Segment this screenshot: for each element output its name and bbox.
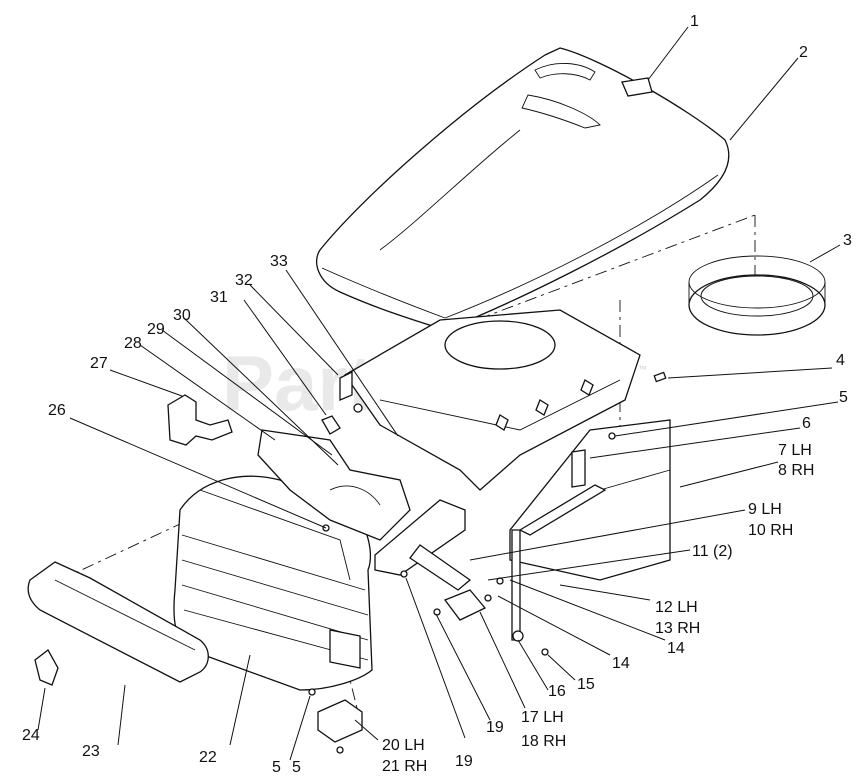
hood-pan[interactable] <box>344 309 641 491</box>
callout-2: 2 <box>799 44 808 61</box>
callout-23: 23 <box>82 743 100 760</box>
callout-21: 21 RH <box>382 758 427 775</box>
callout-12: 12 LH <box>655 599 698 616</box>
callout-17: 17 LH <box>521 709 564 726</box>
callout-11: 11 (2) <box>692 543 733 560</box>
callout-3: 3 <box>843 232 852 249</box>
callout-8: 8 RH <box>778 462 814 479</box>
side-panel[interactable] <box>509 419 671 641</box>
clip[interactable] <box>653 371 667 383</box>
callout-18: 18 RH <box>521 733 566 750</box>
leader-lines <box>37 26 841 761</box>
lower-bracket[interactable] <box>317 699 363 743</box>
callout-5: 5 <box>839 389 848 406</box>
baffle[interactable] <box>257 429 411 541</box>
fasteners <box>308 432 616 754</box>
front-bracket[interactable] <box>374 499 487 621</box>
callout-33: 33 <box>270 253 288 270</box>
callout-13: 13 RH <box>655 620 700 637</box>
callout-29: 29 <box>147 321 165 338</box>
callout-10: 10 RH <box>748 522 793 539</box>
callout-27: 27 <box>90 355 108 372</box>
ring[interactable] <box>688 255 826 336</box>
callout-1: 1 <box>690 13 699 30</box>
callout-5c: 5 <box>292 759 301 776</box>
emblem[interactable] <box>34 649 59 686</box>
callout-14b: 14 <box>612 655 630 672</box>
callout-19a: 19 <box>486 719 504 736</box>
callout-31: 31 <box>210 289 228 306</box>
hood[interactable] <box>316 47 730 331</box>
lower-cowl[interactable] <box>27 561 209 683</box>
grille[interactable] <box>173 475 373 691</box>
callout-labels: 1 2 3 4 5 6 7 LH 8 RH 9 LH 10 RH 11 (2) … <box>22 13 852 776</box>
callout-7: 7 LH <box>778 442 812 459</box>
spacer-block[interactable] <box>571 449 586 488</box>
callout-20: 20 LH <box>382 737 425 754</box>
callout-5b: 5 <box>272 759 281 776</box>
small-hardware[interactable] <box>321 370 363 435</box>
callout-28: 28 <box>124 335 142 352</box>
callout-16: 16 <box>548 683 566 700</box>
callout-26: 26 <box>48 402 66 419</box>
callout-19b: 19 <box>455 753 473 770</box>
callout-15: 15 <box>577 676 595 693</box>
hood-latch[interactable] <box>621 77 653 97</box>
callout-22: 22 <box>199 749 217 766</box>
callout-9: 9 LH <box>748 501 782 518</box>
callout-14a: 14 <box>667 640 685 657</box>
callout-32: 32 <box>235 272 253 289</box>
watermark-trademark: ™ <box>638 364 647 374</box>
bracket-27[interactable] <box>167 394 233 446</box>
callout-24: 24 <box>22 727 40 744</box>
callout-6: 6 <box>802 415 811 432</box>
callout-4: 4 <box>836 352 845 369</box>
callout-30: 30 <box>173 307 191 324</box>
